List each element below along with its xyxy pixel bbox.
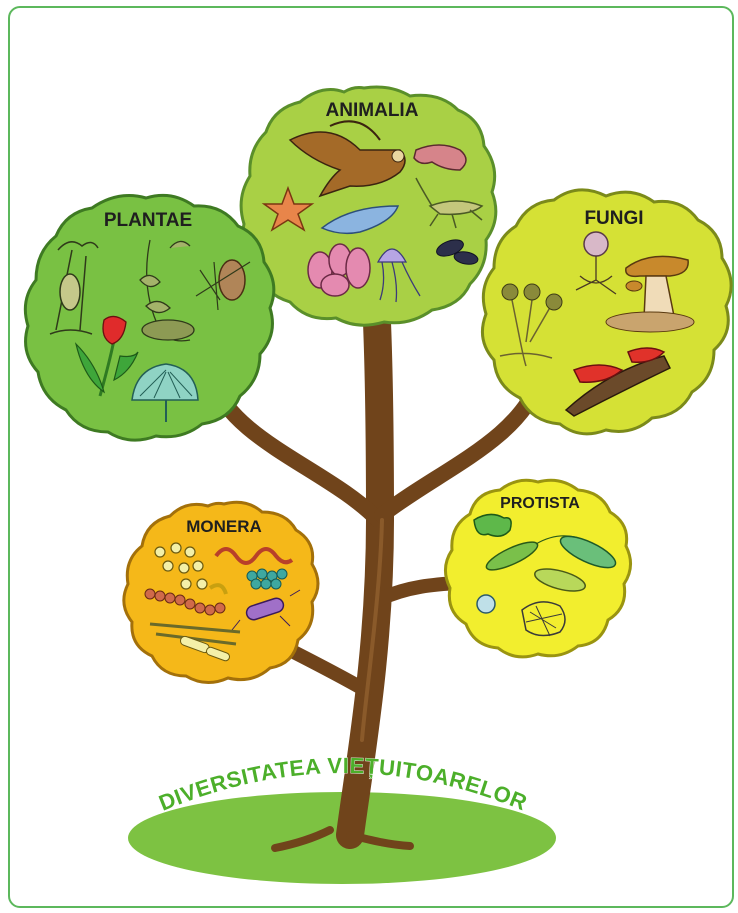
- earthworm-icon: [413, 144, 467, 171]
- monera-label: MONERA: [186, 517, 262, 536]
- amoeba-icon: [473, 513, 512, 537]
- mold-icon: [499, 283, 563, 367]
- grasshopper-icon: [415, 177, 484, 229]
- kingdom-fungi: FUNGI: [480, 188, 733, 436]
- bolete-mushroom-icon: [605, 255, 695, 333]
- sea-slug-icon: [320, 205, 400, 235]
- ginkgo-icon: [131, 363, 199, 422]
- fungi-bubble: [480, 188, 733, 436]
- kingdom-protista: PROTISTA: [444, 478, 632, 659]
- kingdom-animalia: ANIMALIA: [239, 85, 498, 327]
- plantae-bubble: [23, 193, 276, 442]
- streptococcus-icon: [144, 588, 226, 616]
- tree-trunk: [204, 286, 548, 852]
- tulip-icon: [74, 315, 139, 397]
- bracket-fungus-icon: [564, 347, 672, 417]
- starfish-icon: [261, 185, 315, 232]
- protista-label: PROTISTA: [500, 495, 580, 512]
- moss-icon: [49, 241, 99, 335]
- vibrio-icon: [208, 583, 228, 595]
- pine-cone-icon: [195, 259, 251, 311]
- eagle-icon: [288, 120, 406, 198]
- spirillum-icon: [214, 547, 294, 565]
- fungi-label: FUNGI: [584, 208, 643, 229]
- plantae-label: PLANTAE: [104, 210, 192, 231]
- animalia-label: ANIMALIA: [326, 100, 419, 121]
- paramecium-icon: [534, 535, 617, 592]
- kingdom-monera: MONERA: [122, 500, 320, 684]
- staphylococcus-icon: [246, 568, 288, 590]
- fern-icon: [139, 239, 195, 342]
- bacillus-icon: [149, 589, 301, 662]
- kingdom-plantae: PLANTAE: [23, 193, 276, 442]
- diatom-icon: [476, 594, 566, 637]
- mussel-icon: [436, 239, 479, 265]
- sponge-icon: [307, 243, 371, 297]
- cocci-icon: [154, 542, 208, 590]
- jellyfish-icon: [376, 248, 421, 303]
- bread-mold-icon: [575, 231, 617, 295]
